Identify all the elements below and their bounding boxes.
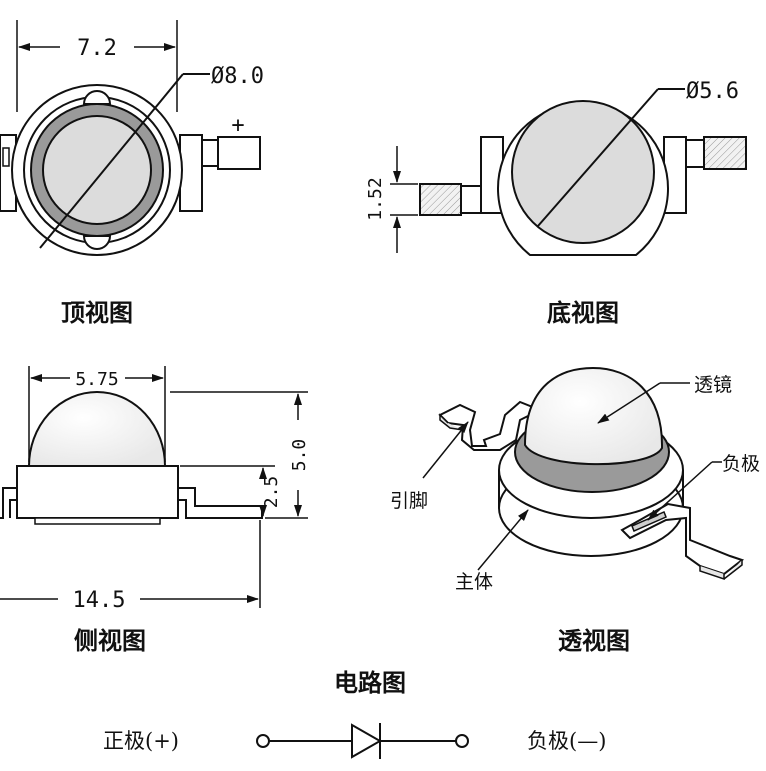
perspective-view: 透镜 负极 引脚 主体 透视图 — [390, 366, 760, 655]
bottom-lead-thickness-dim: 1.52 — [365, 177, 386, 220]
bottom-view: Ø5.6 1.52 底视图 — [365, 79, 747, 327]
side-view: 5.75 5.0 2.5 14.5 侧视图 — [0, 366, 310, 655]
top-right-lead-tip — [217, 136, 261, 170]
persp-lead-label: 引脚 — [390, 490, 428, 512]
circuit-title: 电路图 — [334, 669, 406, 697]
persp-cathode-label: 负极 — [722, 453, 760, 475]
perspective-view-title: 透视图 — [558, 627, 630, 655]
diode-symbol — [351, 723, 383, 759]
side-total-length-dim: 14.5 — [73, 588, 126, 613]
side-body — [16, 465, 179, 519]
top-width-dim: 7.2 — [77, 36, 117, 61]
top-diameter-dim: Ø8.0 — [211, 64, 264, 89]
anode-terminal — [256, 734, 270, 748]
circuit-diagram: 电路图 正极(+) 负极(—) — [103, 669, 606, 759]
side-body-height-dim: 2.5 — [261, 476, 282, 509]
bottom-left-lead-tip — [419, 183, 462, 216]
side-left-lead — [0, 487, 17, 519]
top-view: Ø8.0 7.2 + 顶视图 — [0, 20, 264, 327]
persp-left-lead — [438, 400, 543, 451]
persp-lens-label: 透镜 — [694, 374, 732, 396]
top-right-lead-base — [179, 134, 203, 212]
top-view-title: 顶视图 — [61, 299, 133, 327]
top-polarity-mark: + — [231, 113, 244, 138]
bottom-view-title: 底视图 — [547, 299, 619, 327]
side-view-title: 侧视图 — [74, 627, 146, 655]
circuit-anode-label: 正极(+) — [103, 729, 179, 753]
side-lens-width-dim: 5.75 — [75, 369, 118, 390]
circuit-cathode-label: 负极(—) — [527, 729, 606, 753]
side-right-lead — [177, 487, 263, 519]
cathode-terminal — [455, 734, 469, 748]
bottom-diameter-dim: Ø5.6 — [686, 79, 739, 104]
side-lens-dome — [27, 391, 167, 467]
bottom-pad — [511, 100, 655, 244]
top-lens — [42, 115, 152, 225]
persp-body-label: 主体 — [455, 571, 493, 593]
side-total-height-dim: 5.0 — [289, 439, 310, 472]
persp-lens-dome — [523, 366, 664, 466]
bottom-right-lead-tip — [703, 136, 747, 170]
